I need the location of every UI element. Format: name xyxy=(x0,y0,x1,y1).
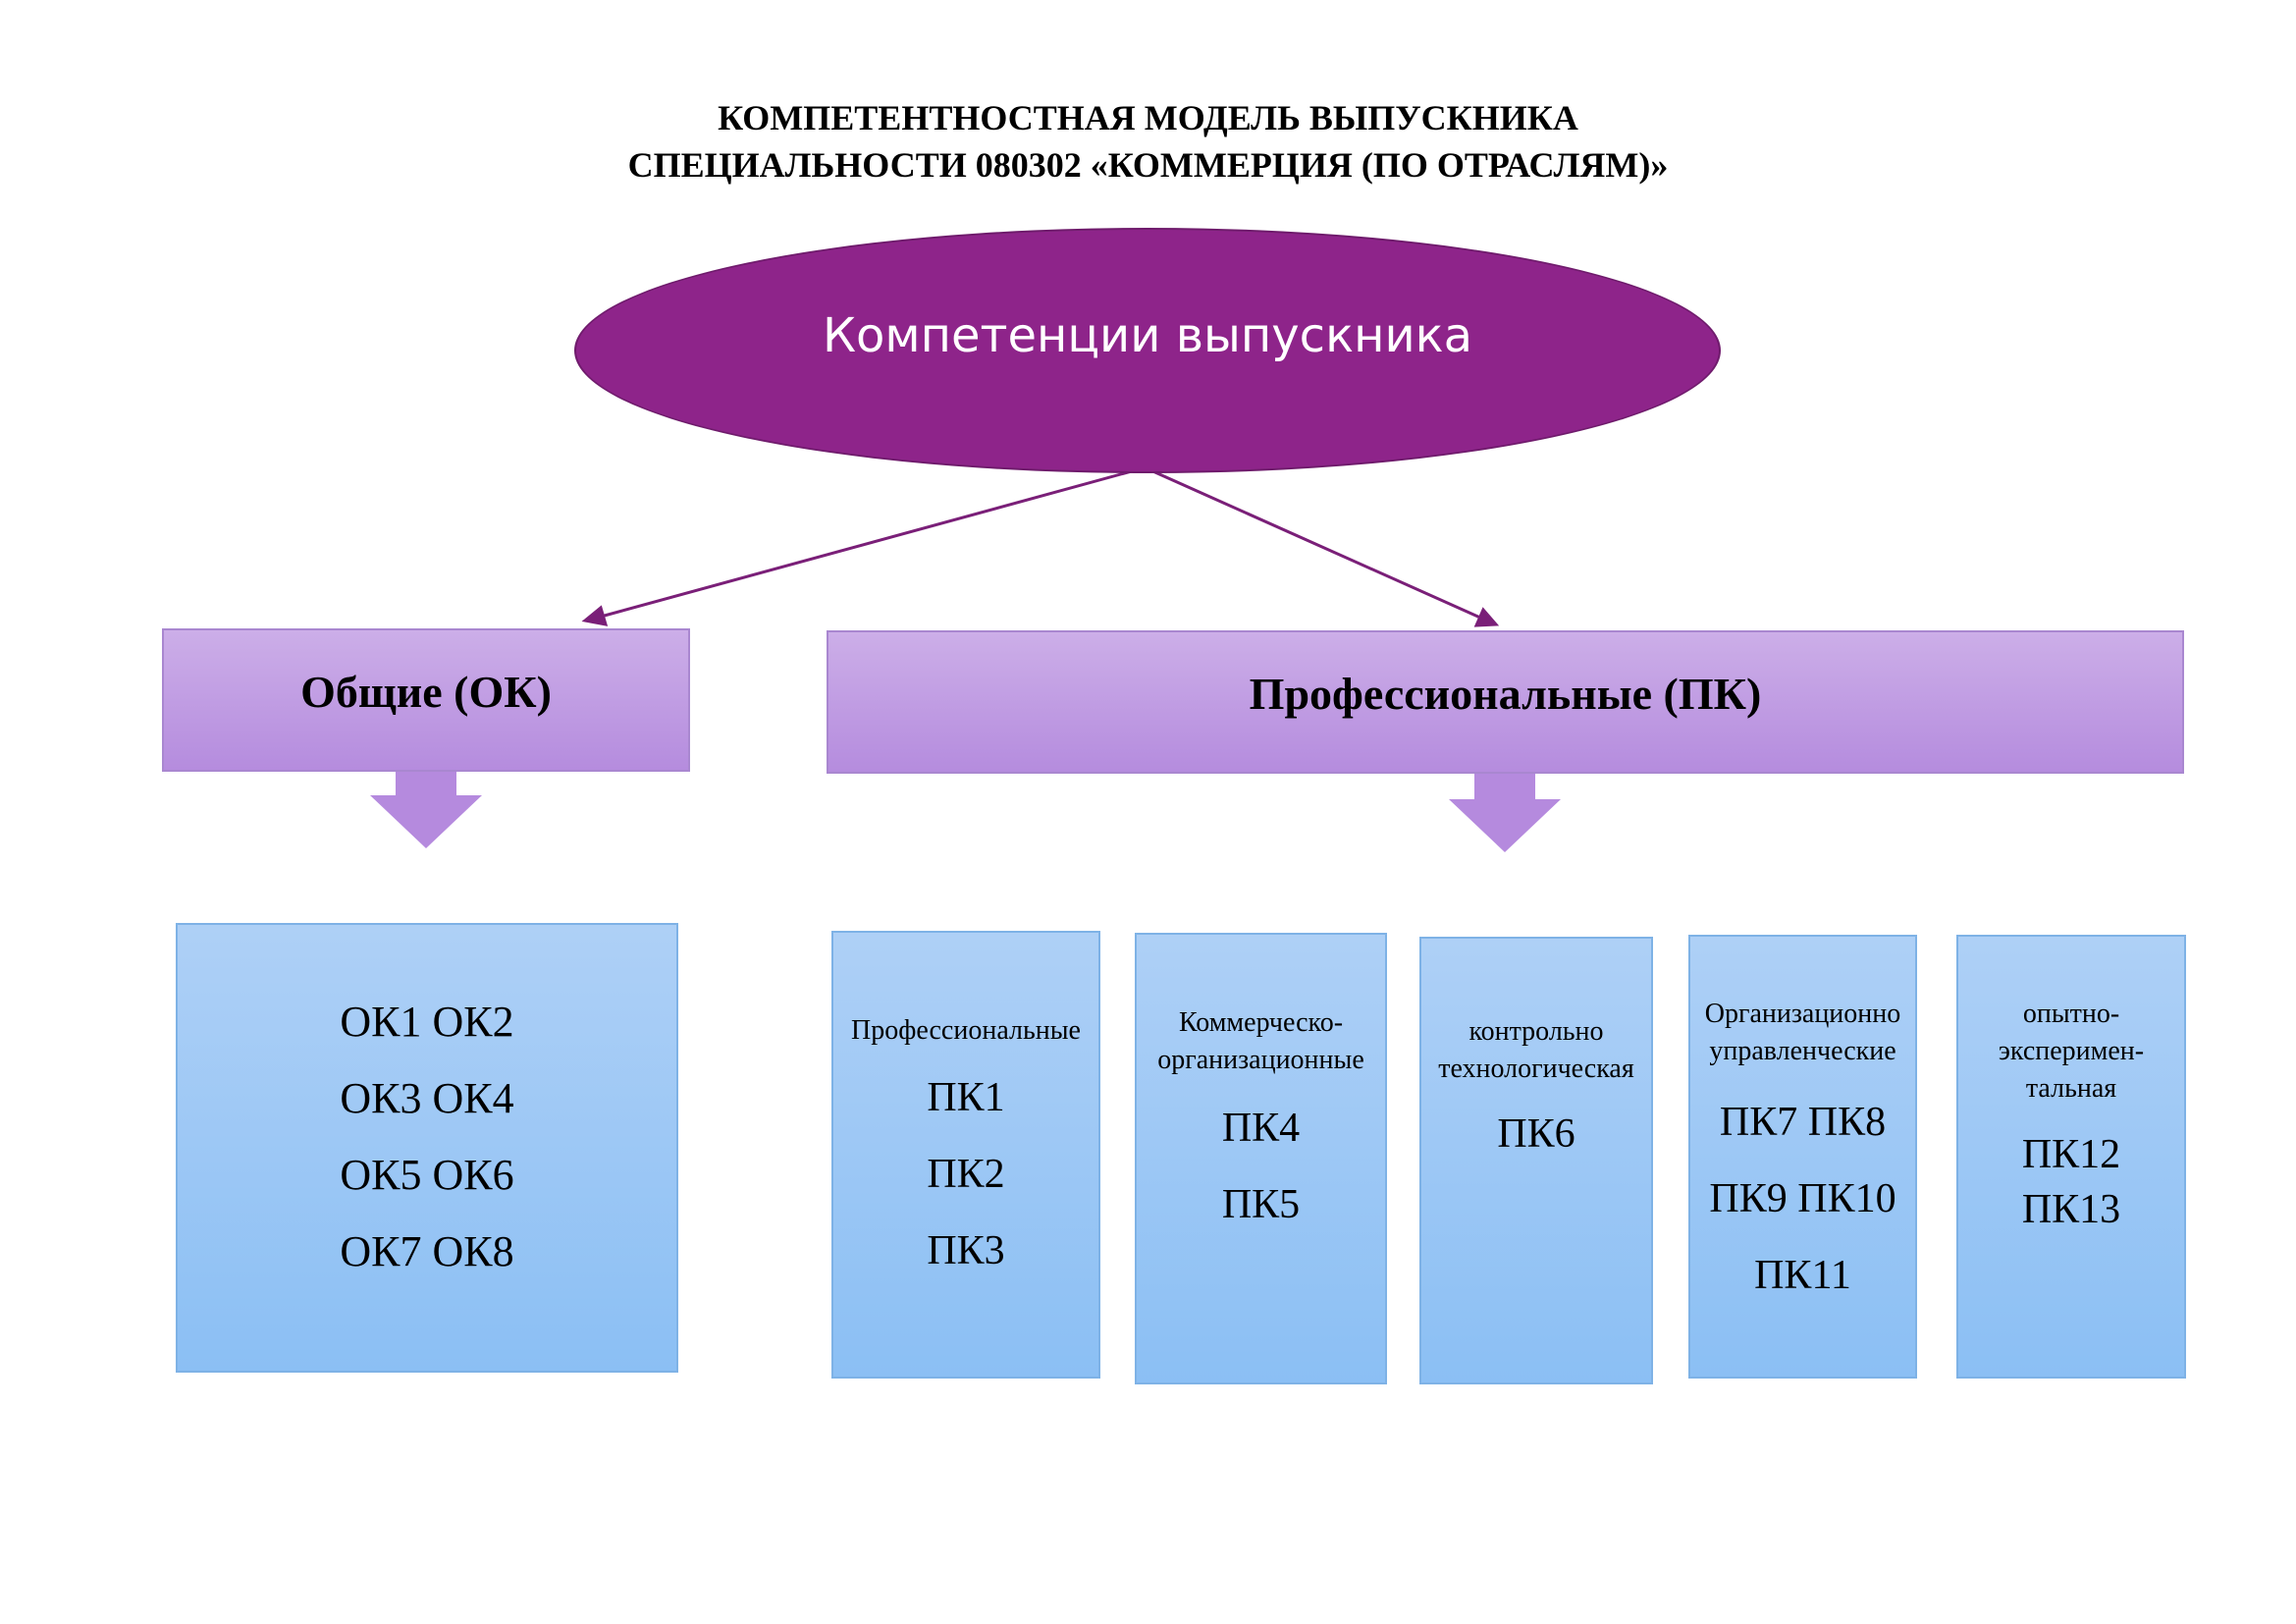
connector-professional-arrowhead xyxy=(1473,607,1500,627)
title-line-2: СПЕЦИАЛЬНОСТИ 080302 «КОММЕРЦИЯ (ПО ОТРА… xyxy=(627,145,1669,185)
professional-group-2: Коммерческо- организационные ПК4 ПК5 xyxy=(1135,933,1387,1384)
group-code: ПК7 ПК8 xyxy=(1719,1100,1887,1145)
group-label: тальная xyxy=(2025,1073,2117,1104)
group-code: ПК11 xyxy=(1754,1253,1851,1298)
professional-group-1: Профессиональные ПК1 ПК2 ПК3 xyxy=(831,931,1100,1379)
professional-group-5: опытно- эксперимен- тальная ПК12 ПК13 xyxy=(1956,935,2186,1379)
group-code: ПК1 xyxy=(927,1075,1005,1120)
root-ellipse xyxy=(574,228,1721,473)
group-label: технологическая xyxy=(1438,1054,1634,1084)
general-code-line: ОК1 ОК2 xyxy=(340,998,514,1046)
group-code: ПК3 xyxy=(927,1228,1005,1273)
group-code: ПК13 xyxy=(2021,1187,2121,1232)
group-label: контрольно xyxy=(1468,1016,1604,1047)
group-label: Профессиональные xyxy=(851,1015,1081,1046)
general-code-line: ОК5 ОК6 xyxy=(340,1151,514,1199)
category-professional-label: Профессиональные (ПК) xyxy=(1249,669,1762,719)
diagram-title: КОМПЕТЕНТНОСТНАЯ МОДЕЛЬ ВЫПУСКНИКА СПЕЦИ… xyxy=(0,94,2296,189)
group-code: ПК12 xyxy=(2021,1132,2121,1177)
professional-group-3: контрольно технологическая ПК6 xyxy=(1419,937,1653,1384)
group-label: опытно- xyxy=(2022,999,2120,1029)
group-code: ПК4 xyxy=(1221,1106,1301,1151)
general-code-line: ОК3 ОК4 xyxy=(340,1074,514,1122)
general-competencies-box: ОК1 ОК2 ОК3 ОК4 ОК5 ОК6 ОК7 ОК8 xyxy=(176,923,678,1373)
group-code: ПК5 xyxy=(1221,1182,1301,1227)
general-codes: ОК1 ОК2 ОК3 ОК4 ОК5 ОК6 ОК7 ОК8 xyxy=(178,984,676,1290)
connector-general xyxy=(600,467,1140,619)
category-general-label: Общие (ОК) xyxy=(300,667,552,717)
group-code: ПК2 xyxy=(927,1152,1005,1197)
connector-professional xyxy=(1148,467,1481,620)
down-arrow-professional xyxy=(1449,774,1561,852)
group-code: ПК6 xyxy=(1497,1111,1575,1157)
down-arrow-general xyxy=(370,772,482,848)
title-line-1: КОМПЕТЕНТНОСТНАЯ МОДЕЛЬ ВЫПУСКНИКА xyxy=(718,98,1578,137)
connector-general-arrowhead xyxy=(581,605,609,626)
group-label: Коммерческо- xyxy=(1178,1007,1344,1038)
category-professional xyxy=(827,630,2184,774)
group-label: управленческие xyxy=(1709,1036,1896,1066)
category-general xyxy=(162,628,690,772)
group-code: ПК9 ПК10 xyxy=(1709,1176,1896,1221)
group-label: Организационно xyxy=(1704,999,1901,1029)
root-label: Компетенции выпускника xyxy=(822,308,1473,363)
professional-group-4: Организационно управленческие ПК7 ПК8 ПК… xyxy=(1688,935,1917,1379)
group-label: эксперимен- xyxy=(1998,1036,2145,1066)
general-code-line: ОК7 ОК8 xyxy=(340,1227,514,1275)
group-label: организационные xyxy=(1157,1045,1364,1075)
